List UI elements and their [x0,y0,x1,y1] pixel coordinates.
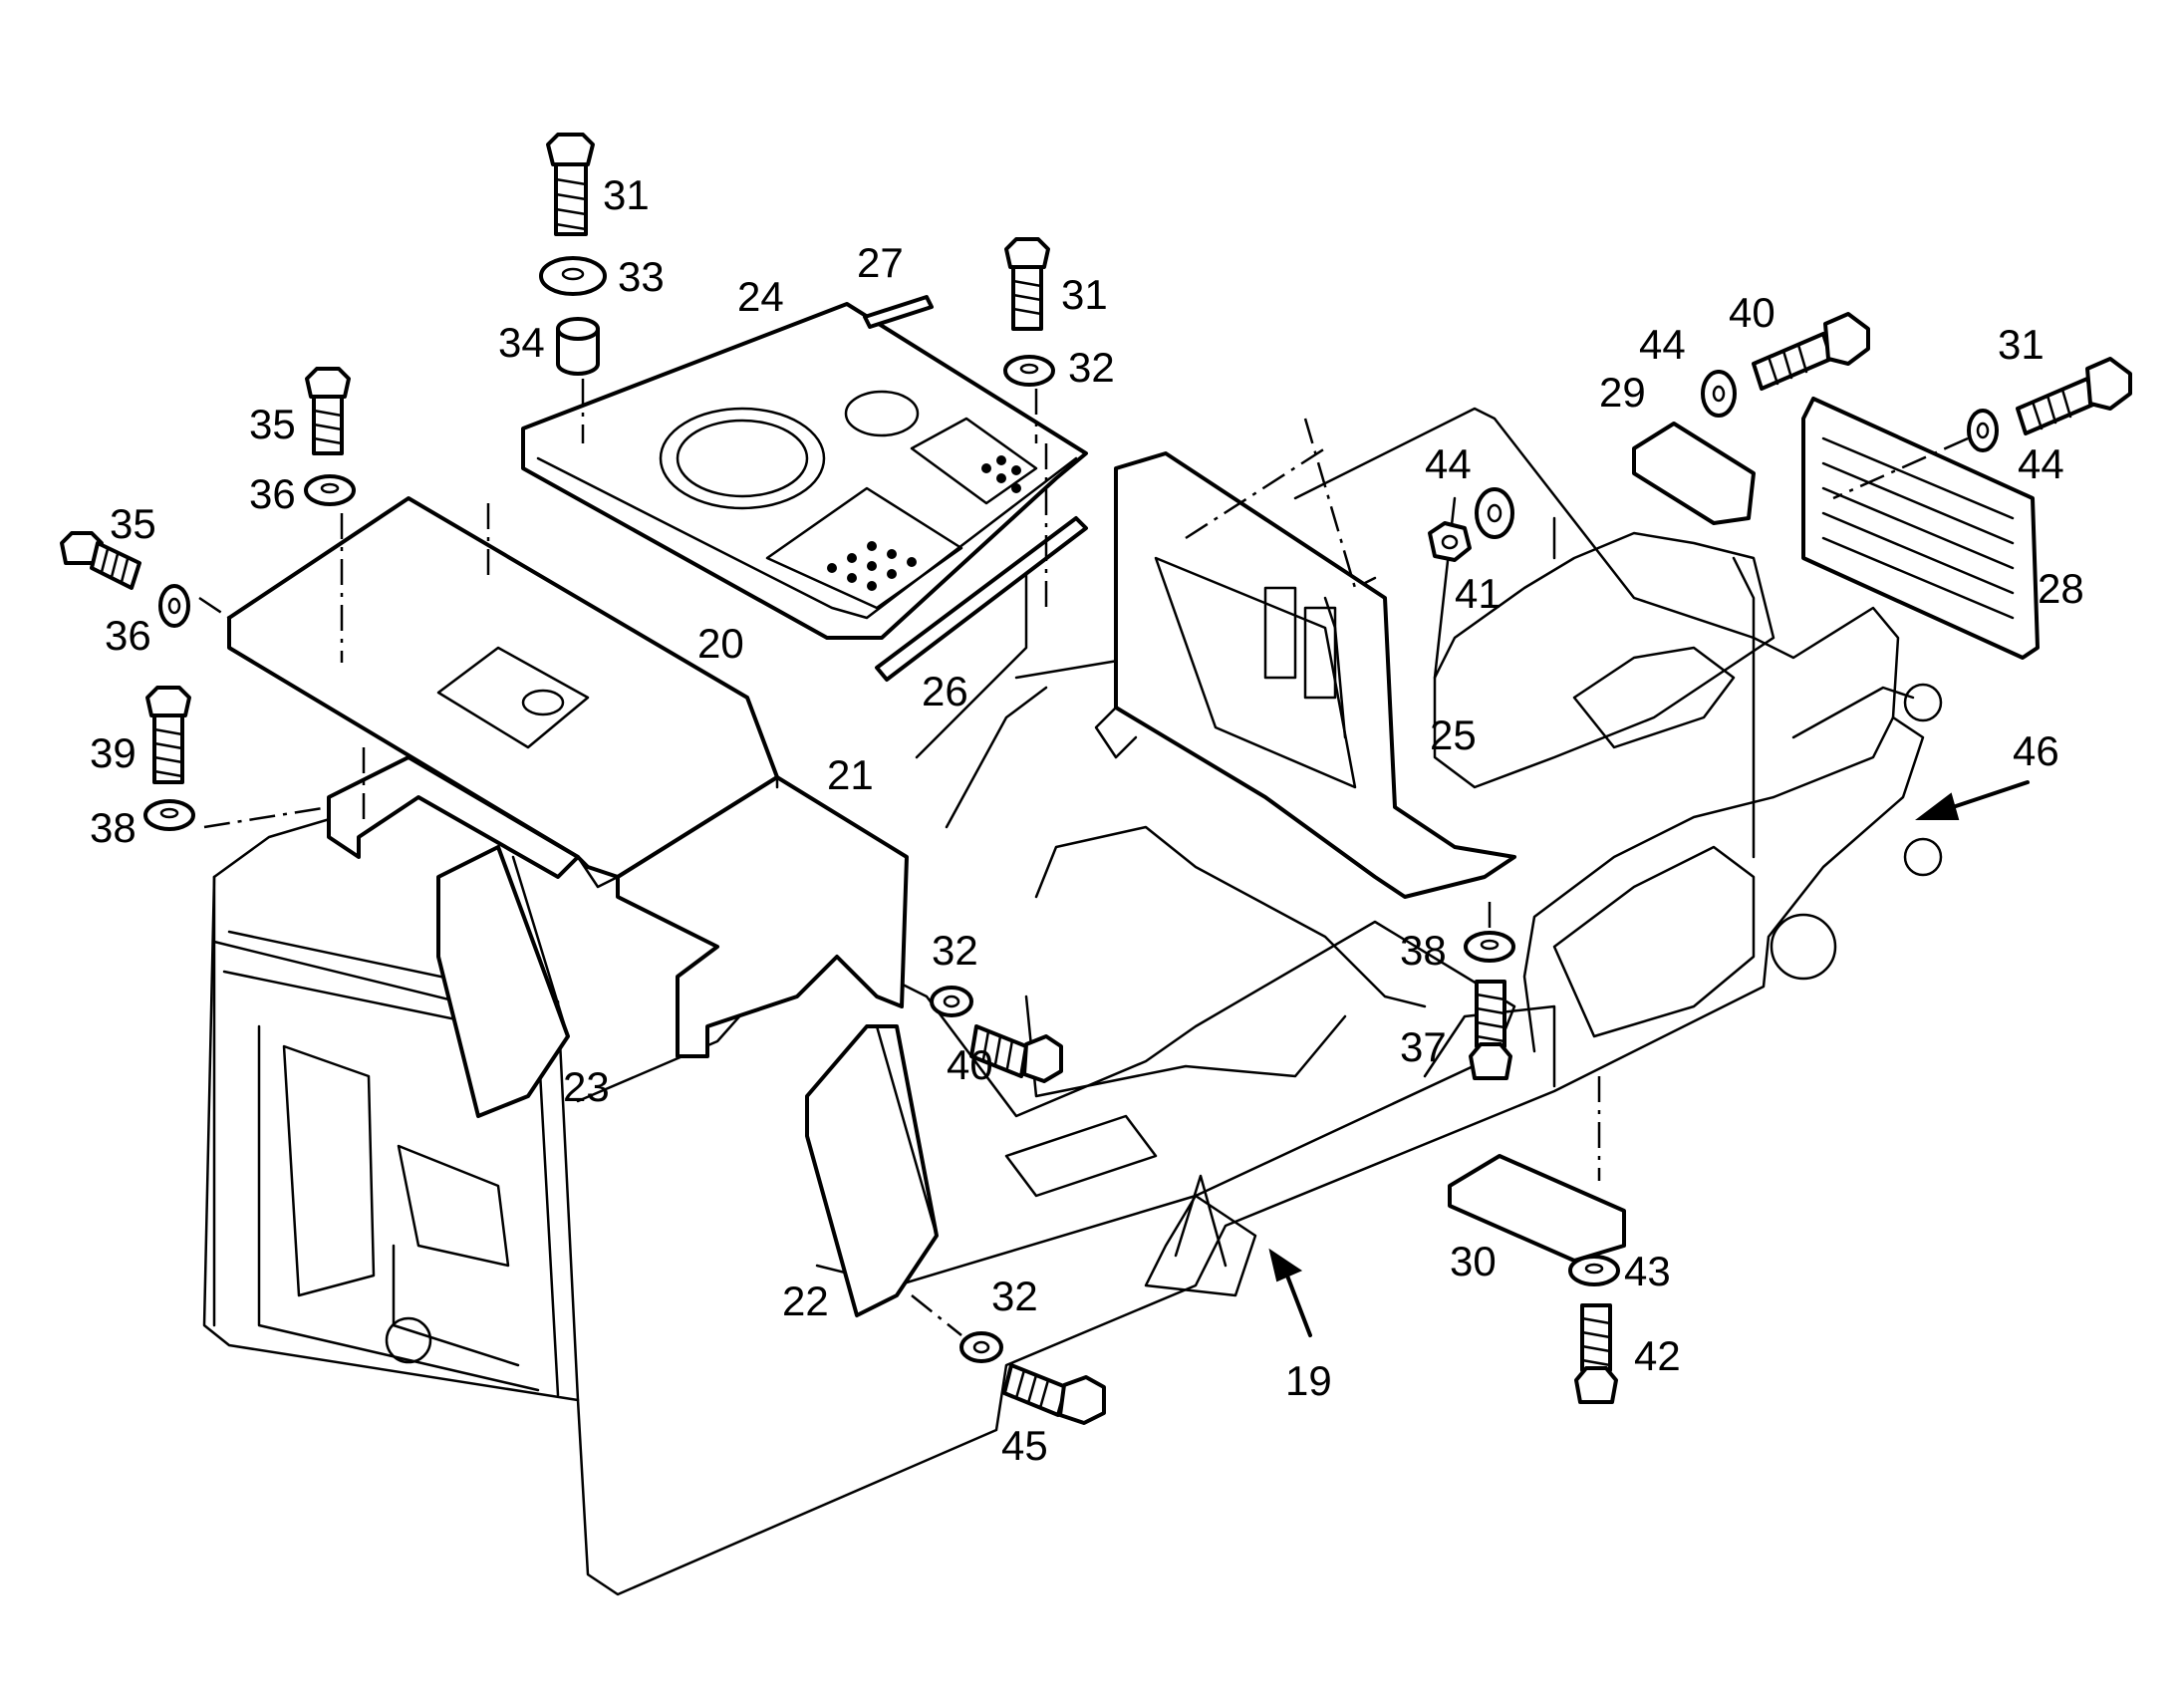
callout-28: 28 [2038,565,2084,612]
bolt-40a-icon [969,1024,1063,1083]
washer-44b-icon [1475,487,1514,539]
callout-24: 24 [737,273,784,320]
washer-38b-icon [1464,931,1515,963]
nut-41-icon [1428,521,1472,562]
callout-45: 45 [1001,1422,1048,1469]
callout-37: 37 [1400,1023,1447,1070]
bolt-40b-icon [1752,312,1870,391]
callout-35: 35 [110,500,156,547]
callout-labels: 31 33 34 27 24 31 32 35 36 35 36 20 39 3… [90,171,2084,1469]
callout-32: 32 [932,927,978,974]
washer-32c-icon [959,1331,1003,1363]
bracket-left [327,755,580,879]
callout-41: 41 [1455,570,1502,617]
callout-40: 40 [947,1041,993,1088]
washer-38a-icon [143,799,195,831]
bolt-31a-icon [546,133,595,236]
grille-28 [1801,397,2040,660]
callout-29: 29 [1599,369,1646,416]
washer-44c-icon [1967,409,1999,452]
bracket-21 [616,775,909,1058]
callout-46: 46 [2013,727,2059,774]
washer-32b-icon [930,986,973,1017]
seal-strip-26 [875,516,1088,682]
arrow-19-icon [1268,1248,1312,1337]
callout-38: 38 [90,804,136,851]
callout-34: 34 [498,319,545,366]
callout-39: 39 [90,729,136,776]
callout-19: 19 [1285,1357,1332,1404]
callout-31: 31 [1061,271,1108,318]
washer-36a-icon [304,474,356,506]
callout-36: 36 [105,612,151,659]
callout-31: 31 [603,171,650,218]
bolt-35b-icon [60,531,141,590]
callout-32: 32 [991,1273,1038,1319]
callout-21: 21 [827,751,874,798]
plate-30 [1448,1154,1626,1263]
spacer-34-icon [556,317,600,376]
callout-42: 42 [1634,1332,1681,1379]
washer-36b-icon [158,584,190,628]
callout-35: 35 [249,401,296,447]
callout-44: 44 [1425,440,1472,487]
callout-40: 40 [1729,289,1775,336]
side-panel-23 [436,845,570,1118]
bolt-37-icon [1469,980,1512,1080]
bolt-35a-icon [305,367,351,455]
callout-26: 26 [922,668,968,714]
callout-31: 31 [1998,321,2045,368]
washer-32a-icon [1003,355,1055,387]
callout-44: 44 [1639,321,1686,368]
bolt-45-icon [1002,1363,1106,1425]
side-panel-22 [805,1024,939,1317]
bolt-31b-icon [1004,237,1050,331]
callout-27: 27 [857,239,904,286]
washer-43-icon [1568,1255,1620,1286]
arrow-46-icon [1915,780,2030,820]
callout-38: 38 [1400,927,1447,974]
washer-44a-icon [1701,370,1737,418]
callout-32: 32 [1068,344,1115,391]
callout-22: 22 [782,1278,829,1324]
bolt-42-icon [1574,1303,1618,1404]
callout-33: 33 [618,253,665,300]
seal-strip-27 [863,295,934,329]
callout-44: 44 [2018,440,2064,487]
callout-25: 25 [1430,711,1477,758]
callout-43: 43 [1624,1248,1671,1294]
callout-20: 20 [697,620,744,667]
bolt-39-icon [145,686,191,784]
callout-23: 23 [563,1063,610,1110]
plate-29 [1632,422,1756,525]
washer-33-icon [539,256,607,296]
bracket-25 [1094,451,1516,899]
callout-36: 36 [249,470,296,517]
callout-30: 30 [1450,1238,1497,1284]
top-plate-24 [521,302,1088,640]
bolt-31c-icon [2016,357,2132,435]
